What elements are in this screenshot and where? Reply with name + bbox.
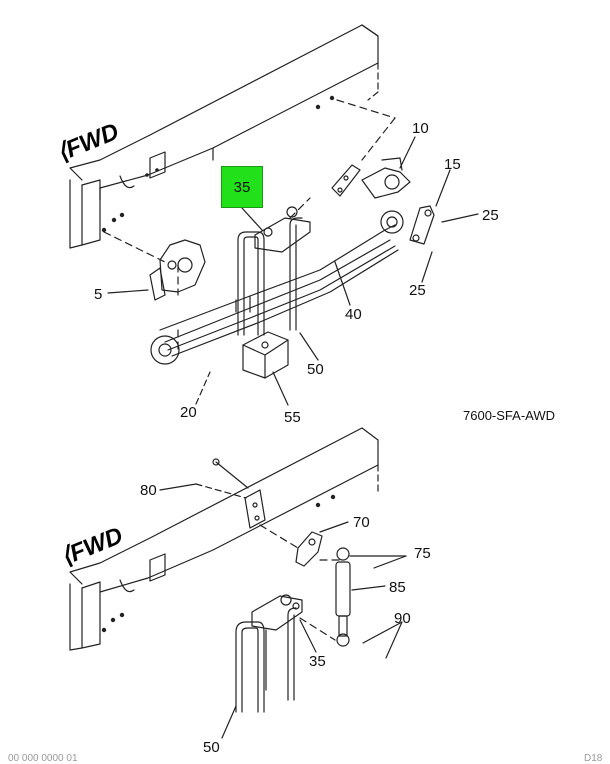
shock-lower-bracket [295, 531, 323, 567]
footer-page: D18 [584, 753, 603, 764]
leaf-spring [150, 210, 404, 365]
callout-85[interactable]: 85 [389, 579, 406, 596]
shock-absorber [335, 547, 351, 647]
callout-50-bottom[interactable]: 50 [203, 739, 220, 756]
rear-bracket [331, 157, 411, 199]
callout-40[interactable]: 40 [345, 306, 362, 323]
assembly-lines-bottom [259, 524, 341, 641]
callout-15[interactable]: 15 [444, 156, 461, 173]
saddle-bottom [235, 594, 303, 713]
shackle [409, 205, 435, 245]
frame-rail-bottom [69, 427, 379, 651]
callout-10[interactable]: 10 [412, 120, 429, 137]
callout-35-bottom[interactable]: 35 [309, 653, 326, 670]
shock-upper-bracket [212, 458, 266, 529]
callout-20[interactable]: 20 [180, 404, 197, 421]
leaders-top [107, 136, 479, 406]
callout-25-a[interactable]: 25 [482, 207, 499, 224]
callout-55[interactable]: 55 [284, 409, 301, 426]
callout-label: 35 [233, 179, 251, 196]
callout-50-top[interactable]: 50 [307, 361, 324, 378]
front-hanger [149, 239, 206, 301]
reference-code: 7600-SFA-AWD [463, 408, 555, 423]
callout-75[interactable]: 75 [414, 545, 431, 562]
callout-25-b[interactable]: 25 [409, 282, 426, 299]
callout-90[interactable]: 90 [394, 610, 411, 627]
leaders-bottom [159, 483, 407, 739]
footer-code: 00 000 0000 01 [8, 753, 78, 764]
saddle-top [254, 206, 311, 253]
callout-70[interactable]: 70 [353, 514, 370, 531]
frame-rail-top [69, 24, 379, 249]
axle-seat-block [242, 331, 289, 379]
callout-80[interactable]: 80 [140, 482, 157, 499]
callout-5[interactable]: 5 [94, 286, 103, 303]
highlighted-callout-35[interactable]: 35 [221, 166, 263, 208]
